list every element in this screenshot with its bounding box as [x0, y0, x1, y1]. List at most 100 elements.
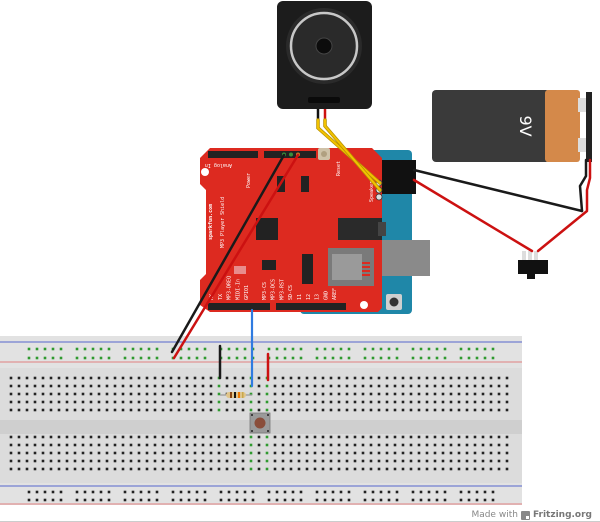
breadboard-hole: [433, 467, 437, 471]
breadboard-hole: [369, 384, 373, 388]
sd-contact: [362, 270, 370, 272]
breadboard-hole: [337, 384, 341, 388]
breadboard-hole: [441, 400, 445, 404]
breadboard-hole: [25, 435, 29, 439]
rail-hole: [459, 490, 463, 494]
digital-header-low: [208, 303, 270, 310]
power-label: Power: [246, 173, 252, 188]
breadboard-hole: [353, 392, 357, 396]
rail-hole: [467, 498, 471, 502]
rail-hole: [483, 347, 487, 351]
breadboard-hole: [321, 435, 325, 439]
rail-hole: [483, 356, 487, 360]
breadboard-hole: [337, 459, 341, 463]
breadboard-hole: [97, 467, 101, 471]
breadboard-hole: [121, 400, 125, 404]
breadboard-hole: [113, 392, 117, 396]
breadboard-hole: [9, 392, 13, 396]
breadboard-hole: [105, 443, 109, 447]
rail-hole: [187, 347, 191, 351]
breadboard-hole: [137, 392, 141, 396]
speaker-pin: [375, 193, 383, 201]
breadboard-hole: [321, 467, 325, 471]
breadboard-hole: [345, 451, 349, 455]
breadboard-hole: [73, 459, 77, 463]
breadboard-hole: [393, 392, 397, 396]
switch-pin: [528, 251, 532, 261]
rail-hole: [339, 498, 343, 502]
rail-hole: [147, 498, 151, 502]
breadboard-hole: [497, 376, 501, 380]
breadboard-hole: [385, 443, 389, 447]
breadboard-hole: [345, 384, 349, 388]
battery-body: [432, 90, 550, 162]
sd-contact: [362, 274, 370, 276]
breadboard-hole: [177, 392, 181, 396]
breadboard-hole: [497, 451, 501, 455]
breadboard-hole: [425, 376, 429, 380]
breadboard-hole: [81, 384, 85, 388]
breadboard-hole: [249, 435, 253, 439]
breadboard-hole: [385, 392, 389, 396]
usb-connector: [382, 240, 430, 276]
breadboard-hole: [417, 443, 421, 447]
speaker: [277, 1, 372, 120]
breadboard-hole: [337, 467, 341, 471]
rail-hole: [99, 498, 103, 502]
breadboard-hole: [377, 376, 381, 380]
breadboard-hole: [377, 451, 381, 455]
breadboard-hole: [441, 451, 445, 455]
rail-hole: [299, 356, 303, 360]
breadboard-hole: [105, 435, 109, 439]
breadboard-hole: [353, 384, 357, 388]
breadboard-hole: [233, 459, 237, 463]
breadboard-hole: [401, 435, 405, 439]
breadboard-hole: [137, 467, 141, 471]
breadboard-hole: [377, 459, 381, 463]
breadboard-hole: [217, 459, 221, 463]
breadboard-hole: [353, 435, 357, 439]
breadboard-hole: [185, 443, 189, 447]
breadboard-hole: [89, 459, 93, 463]
breadboard-hole: [457, 400, 461, 404]
breadboard-hole: [401, 443, 405, 447]
breadboard-hole: [193, 392, 197, 396]
rail-hole: [371, 356, 375, 360]
breadboard-hole: [265, 467, 269, 471]
breadboard-hole: [121, 392, 125, 396]
rail-hole: [243, 356, 247, 360]
breadboard-hole: [377, 435, 381, 439]
breadboard-hole: [17, 459, 21, 463]
breadboard-hole: [497, 443, 501, 447]
breadboard-hole: [73, 451, 77, 455]
breadboard-hole: [313, 376, 317, 380]
breadboard-hole: [177, 443, 181, 447]
rail-hole: [227, 356, 231, 360]
breadboard-hole: [289, 384, 293, 388]
breadboard-hole: [41, 384, 45, 388]
breadboard-hole: [473, 443, 477, 447]
breadboard-hole: [257, 451, 261, 455]
rail-hole: [331, 356, 335, 360]
breadboard-hole: [249, 451, 253, 455]
rail-hole: [227, 498, 231, 502]
breadboard-hole: [345, 392, 349, 396]
breadboard-hole: [177, 459, 181, 463]
sd-contact: [362, 266, 370, 268]
breadboard-hole: [497, 392, 501, 396]
rail-hole: [235, 347, 239, 351]
breadboard-hole: [473, 384, 477, 388]
rail-hole: [123, 498, 127, 502]
rail-hole: [91, 347, 95, 351]
breadboard-hole: [457, 384, 461, 388]
breadboard-hole: [169, 443, 173, 447]
breadboard-hole: [337, 443, 341, 447]
rail-hole: [443, 498, 447, 502]
breadboard-hole: [281, 459, 285, 463]
breadboard-hole: [193, 376, 197, 380]
vs1053-chip: [256, 218, 278, 240]
breadboard-hole: [265, 459, 269, 463]
fritzing-brand-link[interactable]: Fritzing.org: [532, 510, 592, 520]
switch-body: [518, 260, 548, 274]
breadboard-hole: [65, 435, 69, 439]
